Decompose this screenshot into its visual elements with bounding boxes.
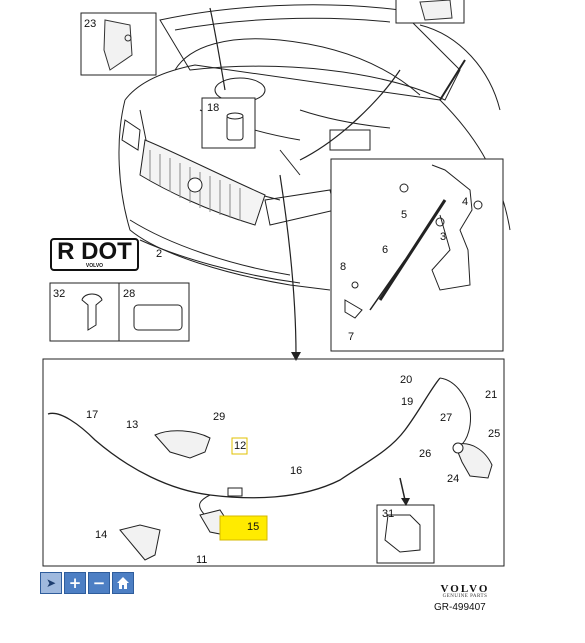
label-26[interactable]: 26 bbox=[419, 448, 431, 460]
label-12[interactable]: 12 bbox=[234, 440, 246, 452]
diagram-reference: GR-499407 bbox=[434, 602, 486, 613]
clip-part-31 bbox=[384, 514, 421, 553]
highlight-part-15[interactable] bbox=[219, 515, 268, 541]
label-14[interactable]: 14 bbox=[95, 529, 107, 541]
label-23[interactable]: 23 bbox=[84, 18, 96, 30]
label-16[interactable]: 16 bbox=[290, 465, 302, 477]
label-18[interactable]: 18 bbox=[207, 102, 219, 114]
trim-piece-part bbox=[103, 19, 133, 71]
lock-part-24 bbox=[454, 443, 493, 479]
release-cable bbox=[47, 377, 471, 516]
callout-box-32 bbox=[49, 282, 120, 342]
r-dot-badge: R DOT VOLVO bbox=[50, 238, 139, 271]
label-24[interactable]: 24 bbox=[447, 473, 459, 485]
car-front-illustration bbox=[118, 4, 511, 291]
label-4[interactable]: 4 bbox=[462, 196, 468, 208]
label-17[interactable]: 17 bbox=[86, 409, 98, 421]
cursor-arrow-icon: ➤ bbox=[45, 576, 57, 590]
label-19[interactable]: 19 bbox=[401, 396, 413, 408]
release-handle-part bbox=[154, 430, 211, 459]
label-6[interactable]: 6 bbox=[382, 244, 388, 256]
label-28[interactable]: 28 bbox=[123, 288, 135, 300]
label-25[interactable]: 25 bbox=[488, 428, 500, 440]
bracket-part-14 bbox=[119, 524, 161, 561]
r-dot-small-text: VOLVO bbox=[85, 263, 104, 269]
minus-icon: − bbox=[92, 574, 106, 592]
zoom-out-button[interactable]: − bbox=[88, 572, 110, 594]
volvo-brand: VOLVO GENUINE PARTS bbox=[430, 583, 500, 599]
clip-part bbox=[81, 293, 103, 331]
hinge-assembly bbox=[344, 164, 483, 319]
zoom-in-button[interactable]: + bbox=[64, 572, 86, 594]
label-21[interactable]: 21 bbox=[485, 389, 497, 401]
home-button[interactable] bbox=[112, 572, 134, 594]
plus-icon: + bbox=[68, 574, 82, 592]
volvo-logo: VOLVO bbox=[440, 583, 490, 595]
label-31[interactable]: 31 bbox=[382, 508, 394, 520]
select-button[interactable]: ➤ bbox=[40, 572, 62, 594]
label-3[interactable]: 3 bbox=[440, 231, 446, 243]
highlight-part-12[interactable] bbox=[231, 437, 248, 455]
label-15[interactable]: 15 bbox=[247, 521, 259, 533]
r-dot-text: R DOT bbox=[57, 238, 132, 265]
label-8[interactable]: 8 bbox=[340, 261, 346, 273]
label-13[interactable]: 13 bbox=[126, 419, 138, 431]
strut-detail-box bbox=[330, 158, 504, 352]
leader-lines bbox=[209, 7, 401, 356]
label-11[interactable]: 11 bbox=[196, 554, 207, 566]
label-29[interactable]: 29 bbox=[213, 411, 225, 423]
pad-part bbox=[133, 304, 183, 331]
home-icon bbox=[117, 577, 129, 589]
label-7[interactable]: 7 bbox=[348, 331, 354, 343]
label-32[interactable]: 32 bbox=[53, 288, 65, 300]
diagram-toolbar: ➤ + − bbox=[40, 572, 134, 594]
label-2[interactable]: 2 bbox=[156, 248, 162, 260]
cable-detail-box bbox=[42, 358, 505, 567]
label-5[interactable]: 5 bbox=[401, 209, 407, 221]
genuine-parts-text: GENUINE PARTS bbox=[442, 594, 488, 599]
label-20[interactable]: 20 bbox=[400, 374, 412, 386]
label-27[interactable]: 27 bbox=[440, 412, 452, 424]
